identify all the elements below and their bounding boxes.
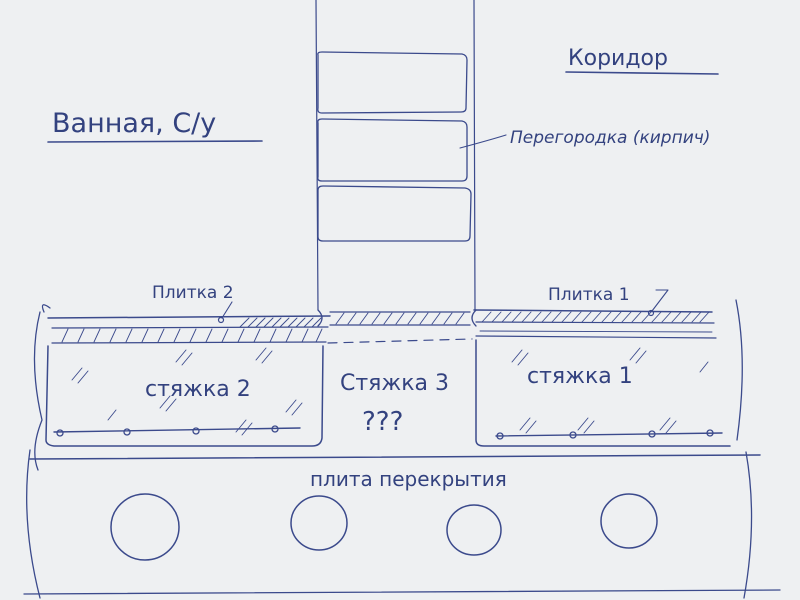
bathroom-title: Ванная, С/у xyxy=(47,108,263,143)
brick-2 xyxy=(317,118,468,182)
tile-2-label: Плитка 2 xyxy=(152,283,234,303)
screed-1-block: стяжка 1 xyxy=(475,339,731,447)
tile-2-callout: Плитка 2 xyxy=(152,283,234,324)
slab-void-2 xyxy=(290,495,348,551)
side-break-marks xyxy=(26,299,753,599)
tile-adhesive-hatch-right xyxy=(481,311,710,323)
bathroom-label: Ванная, С/у xyxy=(52,108,216,139)
slab-label: плита перекрытия xyxy=(310,467,507,491)
screed-1-label: стяжка 1 xyxy=(527,364,633,389)
threshold-joint xyxy=(317,309,477,344)
corridor-title: Коридор xyxy=(565,46,719,75)
slab-void-4 xyxy=(600,493,658,549)
screed-3-label: Стяжка 3 xyxy=(340,371,449,396)
brick-3 xyxy=(317,185,472,242)
screed-3-block: Стяжка 3 ??? xyxy=(340,371,449,437)
brick-partition xyxy=(315,0,476,311)
tile-1-callout: Плитка 1 xyxy=(548,285,669,317)
floor-slab: плита перекрытия xyxy=(23,454,781,595)
brick-1 xyxy=(317,51,468,114)
tile-adhesive-hatch-left xyxy=(239,317,322,328)
left-floor-layers xyxy=(41,304,331,344)
screed-2-label: стяжка 2 xyxy=(145,377,251,402)
partition-callout: Перегородка (кирпич) xyxy=(459,128,710,149)
corridor-label: Коридор xyxy=(568,46,668,71)
slab-void-1 xyxy=(110,493,180,561)
tile-1-label: Плитка 1 xyxy=(548,285,630,305)
partition-label: Перегородка (кирпич) xyxy=(510,128,710,148)
question-marks: ??? xyxy=(362,407,403,437)
screed-2-block: стяжка 2 xyxy=(45,345,324,447)
waterproofing-hatch-left xyxy=(61,328,323,343)
slab-void-3 xyxy=(446,504,502,556)
right-floor-layers xyxy=(473,309,717,339)
